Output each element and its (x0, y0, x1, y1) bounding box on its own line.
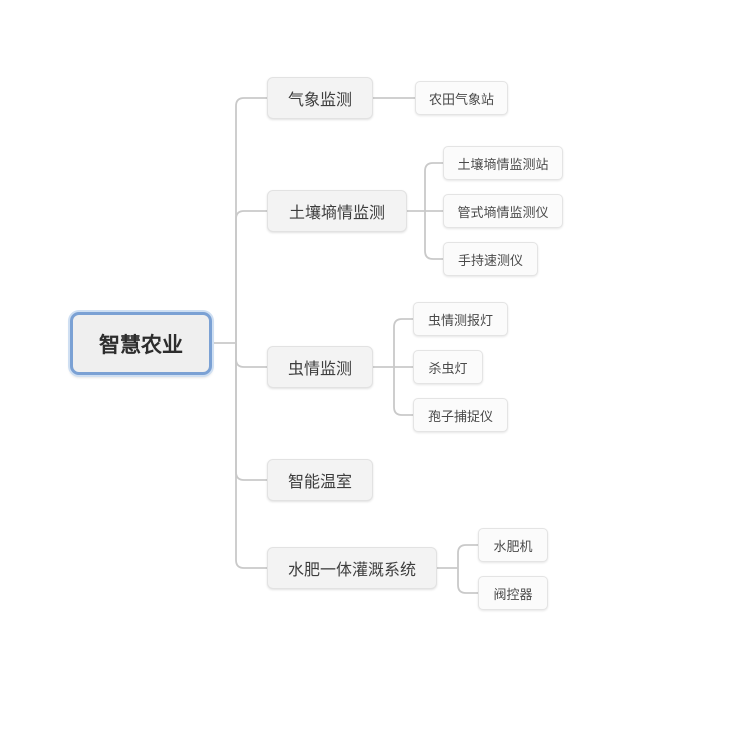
connector-branch-irrigation (235, 343, 267, 569)
branch-node-weather-monitoring[interactable]: 气象监测 (267, 77, 373, 119)
leaf-node-soil-moisture-station[interactable]: 土壤墒情监测站 (443, 146, 563, 180)
connector-pest-rail (393, 318, 413, 416)
connector-irrigation-rail (457, 544, 478, 594)
leaf-node-tube-moisture-monitor[interactable]: 管式墒情监测仪 (443, 194, 563, 228)
connector-soil-rail (424, 162, 443, 260)
leaf-node-fertigation-machine[interactable]: 水肥机 (478, 528, 548, 562)
leaf-node-farmland-weather-station[interactable]: 农田气象站 (415, 81, 508, 115)
connector-branch-greenhouse (235, 343, 267, 481)
leaf-node-insecticidal-lamp[interactable]: 杀虫灯 (413, 350, 483, 384)
leaf-node-valve-controller[interactable]: 阀控器 (478, 576, 548, 610)
root-node-smart-agriculture[interactable]: 智慧农业 (70, 312, 212, 375)
connector-branch-soil (235, 210, 267, 343)
connector-branch-weather (235, 97, 267, 343)
branch-node-irrigation-system[interactable]: 水肥一体灌溉系统 (267, 547, 437, 589)
leaf-node-handheld-tester[interactable]: 手持速测仪 (443, 242, 538, 276)
branch-node-smart-greenhouse[interactable]: 智能温室 (267, 459, 373, 501)
leaf-node-spore-catcher[interactable]: 孢子捕捉仪 (413, 398, 508, 432)
leaf-node-pest-forecast-lamp[interactable]: 虫情测报灯 (413, 302, 508, 336)
connector-branch-pest (235, 343, 267, 368)
branch-node-soil-moisture-monitoring[interactable]: 土壤墒情监测 (267, 190, 407, 232)
branch-node-pest-monitoring[interactable]: 虫情监测 (267, 346, 373, 388)
